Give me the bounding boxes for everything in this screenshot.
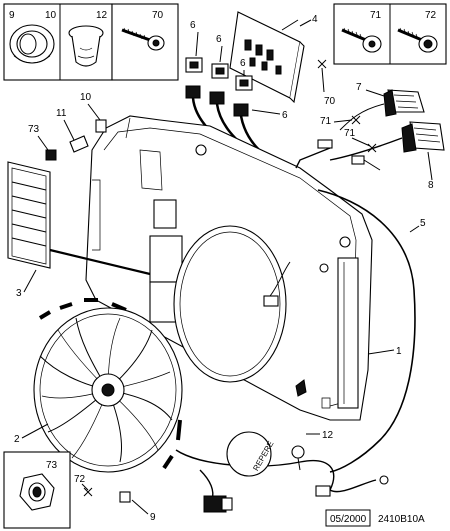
relay-icon [211,63,229,79]
inset-label-9: 9 [9,10,15,21]
callout-6c: 6 [240,58,246,69]
callout-71b: 71 [344,128,356,139]
callout-6d: 6 [282,110,288,121]
callout-11: 11 [56,108,67,119]
fan-assembly [33,298,183,473]
connector-8 [329,121,445,161]
nut-icon [19,473,55,511]
relay-icon [185,57,203,73]
plug-icon [68,25,104,67]
callout-71a: 71 [320,116,332,127]
repere-connector-callout: REPERE [226,431,276,477]
callout-1: 1 [396,346,402,357]
inset-box-screw-70: 70 [111,3,179,81]
callout-3: 3 [16,288,22,299]
callout-7: 7 [356,82,362,93]
inset-label-70: 70 [152,10,164,21]
inset-label-72: 72 [425,10,437,21]
callout-9: 9 [150,512,156,523]
footer-date: 05/2000 [330,514,367,525]
callout-2: 2 [14,434,20,445]
callout-5: 5 [420,218,426,229]
wiring-harness-bottom [83,445,389,513]
grommet-icon [9,24,55,64]
screw-11-assembly [45,119,107,161]
footer: 05/2000 2410B10A [325,509,425,527]
inset-box-screws-71-72: 71 72 [333,3,447,65]
callout-8: 8 [428,180,434,191]
connector-7 [339,89,425,131]
screw-icon [397,27,438,53]
callout-73: 73 [28,124,40,135]
screw-icon [341,27,382,53]
callout-10: 10 [80,92,92,103]
callout-numbers: 1 2 3 4 5 6 6 6 6 7 8 9 10 11 12 70 71 7… [14,14,434,523]
inset-label-73: 73 [46,460,58,471]
harness-loop [317,189,416,473]
callout-12: 12 [322,430,334,441]
fan-shroud [85,115,373,421]
inset-label-71: 71 [370,10,382,21]
callout-72: 72 [74,474,86,485]
screw-icon [121,27,165,51]
callout-6b: 6 [216,34,222,45]
wiring-harness-top [295,139,381,171]
inset-box-nut-73: 73 [3,451,71,529]
callout-4: 4 [312,14,318,25]
callout-6a: 6 [190,20,196,31]
inset-label-10: 10 [45,10,57,21]
callout-70: 70 [324,96,336,107]
footer-reference: 2410B10A [378,514,425,525]
relay-icon [235,75,253,91]
inset-label-12: 12 [96,10,108,21]
inset-box-grommets: 9 10 12 [3,3,113,81]
air-grille [7,161,151,276]
